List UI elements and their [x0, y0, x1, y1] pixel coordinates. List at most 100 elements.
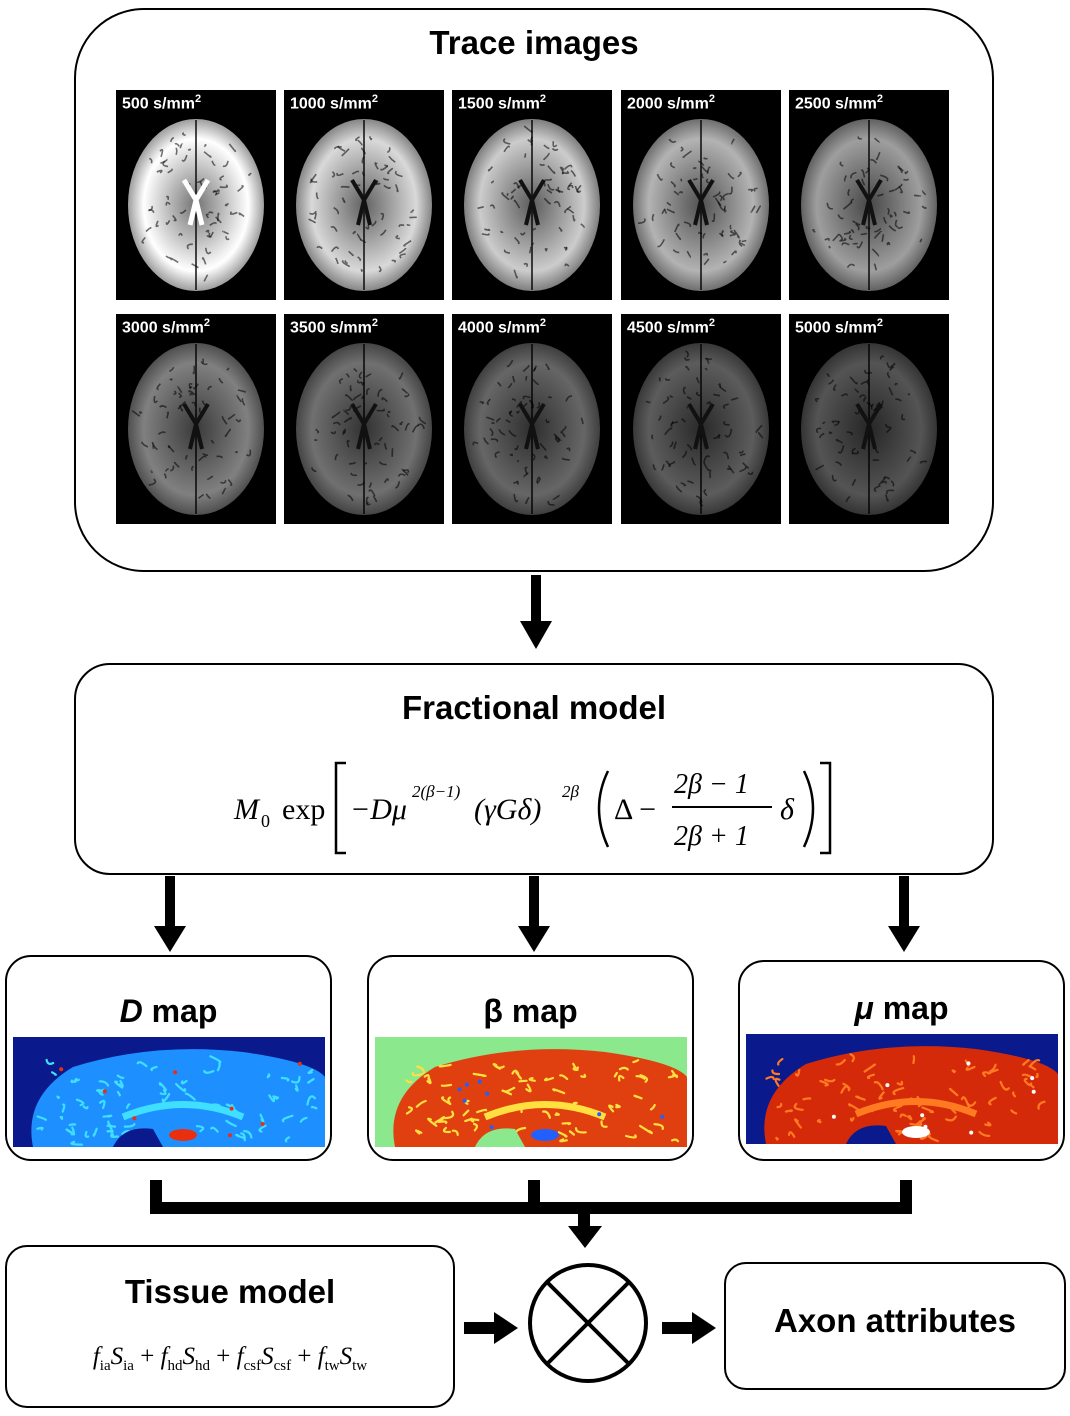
tissue-symbol: f — [236, 1343, 244, 1370]
b-value-exponent: 2 — [708, 317, 715, 329]
trace-image-tile: 1000 s/mm2 — [284, 90, 444, 300]
b-value-text: 5000 s/mm — [795, 319, 877, 337]
b-value-exponent: 2 — [203, 317, 210, 329]
trace-image-tile: 5000 s/mm2 — [789, 314, 949, 524]
b-value-label: 1000 s/mm2 — [290, 93, 378, 113]
tissue-subscript: hd — [167, 1358, 183, 1374]
arrow-right-icon — [662, 1312, 716, 1344]
formula-m-sub: 0 — [261, 811, 270, 831]
parameter-map-panel: μ map — [738, 960, 1065, 1161]
formula-m: M — [233, 793, 261, 826]
tissue-symbol: f — [160, 1343, 168, 1370]
b-value-exponent: 2 — [371, 93, 378, 105]
b-value-label: 4000 s/mm2 — [458, 317, 546, 337]
formula-num: 2β − 1 — [674, 769, 749, 800]
b-value-label: 3000 s/mm2 — [122, 317, 210, 337]
tissue-term: fcsfScsf — [236, 1343, 291, 1374]
tissue-subscript: ia — [99, 1358, 111, 1374]
tissue-subscript: ia — [123, 1358, 134, 1374]
fractional-model-formula: M 0 exp −Dμ 2(β−1) (γGδ) 2β Δ − 2β − 1 2… — [76, 757, 992, 874]
trace-image-tile: 4500 s/mm2 — [621, 314, 781, 524]
trace-images-title: Trace images — [429, 24, 639, 61]
parameter-map-suffix: map — [142, 993, 218, 1029]
combine-operator-icon — [528, 1263, 648, 1383]
b-value-label: 500 s/mm2 — [122, 93, 201, 113]
tissue-subscript: hd — [195, 1358, 211, 1374]
arrow-down-icon — [518, 876, 550, 952]
tissue-term: fiaSia — [92, 1343, 134, 1374]
plus-operator: + — [210, 1343, 237, 1370]
parameter-symbol: β — [483, 993, 503, 1029]
axon-attributes-title: Axon attributes — [773, 1302, 1017, 1339]
formula-delta: Δ − — [614, 793, 656, 826]
arrow-down-icon — [520, 575, 552, 649]
tissue-symbol: f — [317, 1343, 325, 1370]
trace-image-tile: 2000 s/mm2 — [621, 90, 781, 300]
formula-tail: δ — [780, 793, 795, 826]
tissue-term: fhdShd — [160, 1343, 210, 1374]
parameter-map-panel: D map — [5, 955, 332, 1161]
plus-operator: + — [133, 1343, 161, 1370]
tissue-symbol: S — [339, 1343, 353, 1370]
b-value-exponent: 2 — [876, 317, 883, 329]
fractional-model-title: Fractional model — [401, 689, 667, 726]
parameter-symbol: D — [119, 993, 143, 1029]
tissue-term: ftwStw — [317, 1343, 367, 1374]
b-value-text: 4000 s/mm — [458, 319, 540, 337]
tissue-symbol: f — [92, 1343, 100, 1370]
parameter-symbol: μ — [854, 990, 874, 1026]
tissue-model-panel: Tissue model fiaSia + fhdShd + fcsfScsf … — [5, 1245, 455, 1408]
tissue-subscript: csf — [243, 1358, 262, 1374]
b-value-label: 2500 s/mm2 — [795, 93, 883, 113]
parameter-map-panel: β map — [367, 955, 694, 1161]
parameter-map-title: D map — [7, 993, 330, 1030]
trace-image-tile: 1500 s/mm2 — [452, 90, 612, 300]
parameter-map-title: β map — [369, 993, 692, 1030]
parameter-map-suffix: map — [873, 990, 949, 1026]
formula-lead-sup: 2(β−1) — [412, 782, 461, 801]
b-value-label: 3500 s/mm2 — [290, 317, 378, 337]
trace-image-tile: 500 s/mm2 — [116, 90, 276, 300]
b-value-text: 3000 s/mm — [122, 319, 204, 337]
axon-attributes-panel: Axon attributes — [724, 1262, 1066, 1390]
formula-mid-sup: 2β — [562, 782, 580, 801]
arrow-right-icon — [464, 1312, 518, 1344]
parameter-map-image — [375, 1037, 687, 1147]
formula-den: 2β + 1 — [674, 821, 749, 852]
b-value-text: 1500 s/mm — [458, 95, 540, 113]
arrow-down-icon — [154, 876, 186, 952]
trace-image-tile: 3500 s/mm2 — [284, 314, 444, 524]
b-value-text: 1000 s/mm — [290, 95, 372, 113]
b-value-text: 4500 s/mm — [627, 319, 709, 337]
parameter-map-suffix: map — [502, 993, 578, 1029]
b-value-exponent: 2 — [539, 317, 546, 329]
b-value-text: 3500 s/mm — [290, 319, 372, 337]
parameter-map-image — [13, 1037, 325, 1147]
fractional-model-panel: Fractional model M 0 exp −Dμ 2(β−1) (γGδ… — [74, 663, 994, 875]
b-value-text: 500 s/mm — [122, 95, 195, 113]
b-value-exponent: 2 — [708, 93, 715, 105]
tissue-subscript: tw — [352, 1358, 368, 1374]
tissue-symbol: S — [110, 1343, 124, 1370]
b-value-text: 2000 s/mm — [627, 95, 709, 113]
merge-connector — [150, 1180, 912, 1248]
trace-image-tile: 3000 s/mm2 — [116, 314, 276, 524]
b-value-exponent: 2 — [876, 93, 883, 105]
b-value-label: 1500 s/mm2 — [458, 93, 546, 113]
formula-exp: exp — [282, 793, 325, 826]
formula-lead: −Dμ — [350, 793, 407, 826]
tissue-model-formula: fiaSia + fhdShd + fcsfScsf + ftwStw — [7, 1343, 453, 1375]
b-value-label: 4500 s/mm2 — [627, 317, 715, 337]
b-value-exponent: 2 — [371, 317, 378, 329]
tissue-symbol: S — [261, 1343, 274, 1370]
b-value-exponent: 2 — [539, 93, 546, 105]
tissue-subscript: csf — [273, 1358, 292, 1374]
parameter-map-image — [746, 1034, 1058, 1144]
plus-operator: + — [291, 1343, 318, 1370]
trace-image-tile: 2500 s/mm2 — [789, 90, 949, 300]
tissue-model-title: Tissue model — [124, 1273, 336, 1310]
b-value-label: 2000 s/mm2 — [627, 93, 715, 113]
b-value-label: 5000 s/mm2 — [795, 317, 883, 337]
b-value-exponent: 2 — [194, 93, 202, 105]
formula-mid: (γGδ) — [474, 793, 541, 826]
